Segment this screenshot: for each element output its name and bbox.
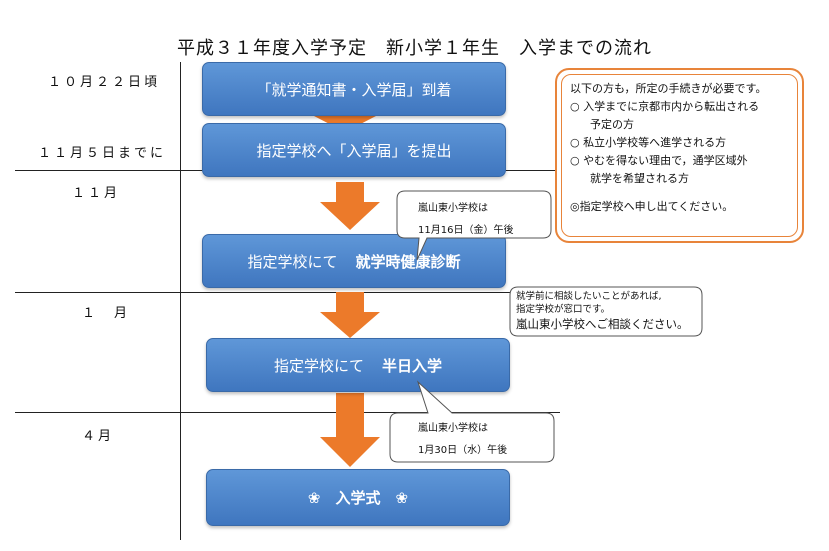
info-item-text: 私立小学校等へ進学される方 <box>583 136 727 149</box>
date-label: １１月５日までに <box>38 146 167 161</box>
step-label: 指定学校へ「入学届」を提出 <box>256 141 452 160</box>
bullet-icon: ○ <box>570 100 580 113</box>
note-line: 1月30日（水）午後 <box>418 445 508 456</box>
callout-shape <box>389 380 555 463</box>
info-content: 以下の方も，所定の手続きが必要です。 ○ 入学までに京都市内から転出される 予定… <box>570 80 766 216</box>
info-item: ○ 私立小学校等へ進学される方 <box>570 134 766 152</box>
date-label: １０月２２日頃 <box>48 75 161 90</box>
note-line: 嵐山東小学校へご相談ください。 <box>516 317 689 331</box>
step-entrance-ceremony: ❀ 入学式 ❀ <box>206 469 510 526</box>
timeline-divider <box>15 412 560 413</box>
page-title: 平成３１年度入学予定 新小学１年生 入学までの流れ <box>177 38 652 59</box>
date-label: １ 月 <box>82 306 131 321</box>
note-line: 嵐山東小学校は <box>418 423 488 434</box>
step-half-day: 指定学校にて半日入学 <box>206 338 510 392</box>
flow-arrow-icon <box>320 393 380 467</box>
callout-shape <box>396 190 552 261</box>
flow-arrow-icon <box>320 182 380 230</box>
bullet-icon: ○ <box>570 154 580 167</box>
callout-shape <box>509 286 703 337</box>
info-intro: 以下の方も，所定の手続きが必要です。 <box>570 82 767 95</box>
step-label: ❀ 入学式 ❀ <box>307 489 409 507</box>
step-label: 指定学校にて <box>247 252 338 271</box>
info-item-cont: 就学を希望される方 <box>590 172 689 185</box>
info-item-text: やむを得ない理由で，通学区域外 <box>583 154 748 167</box>
info-footer: ◎指定学校へ申し出てください。 <box>570 200 734 213</box>
procedure-info-box: 以下の方も，所定の手続きが必要です。 ○ 入学までに京都市内から転出される 予定… <box>555 68 804 243</box>
step-label: 「就学通知書・入学届」到着 <box>256 80 452 99</box>
note-line: 11月16日（金）午後 <box>418 225 514 236</box>
info-box-inner-border <box>561 74 798 237</box>
note-line: 嵐山東小学校は <box>418 203 488 214</box>
step-label-bold: 半日入学 <box>382 356 443 375</box>
date-label: １１月 <box>72 186 121 201</box>
flow-arrow-icon <box>320 292 380 338</box>
timeline-divider <box>15 292 560 293</box>
flow-arrow-icon <box>314 108 376 132</box>
info-item: ○ 入学までに京都市内から転出される <box>570 98 766 116</box>
info-item-cont: 予定の方 <box>590 118 634 131</box>
health-check-note: 嵐山東小学校は 11月16日（金）午後 <box>418 198 513 242</box>
bullet-icon: ○ <box>570 136 580 149</box>
step-label-bold: 就学時健康診断 <box>355 252 461 271</box>
consult-note: 就学前に相談したいことがあれば, 指定学校が窓口です。 嵐山東小学校へご相談くだ… <box>516 290 689 333</box>
date-label: ４月 <box>82 429 115 444</box>
step-label: 指定学校にて <box>273 356 364 375</box>
timeline-vertical-line <box>180 62 181 540</box>
info-item: ○ やむを得ない理由で，通学区域外 <box>570 152 766 170</box>
info-item-text: 入学までに京都市内から転出される <box>583 100 760 113</box>
step-submit-form: 指定学校へ「入学届」を提出 <box>202 123 506 177</box>
half-day-note: 嵐山東小学校は 1月30日（水）午後 <box>418 418 507 462</box>
step-notice-arrival: 「就学通知書・入学届」到着 <box>202 62 506 116</box>
note-line: 指定学校が窓口です。 <box>516 304 611 315</box>
note-line: 就学前に相談したいことがあれば, <box>516 291 662 302</box>
step-health-check: 指定学校にて就学時健康診断 <box>202 234 506 288</box>
